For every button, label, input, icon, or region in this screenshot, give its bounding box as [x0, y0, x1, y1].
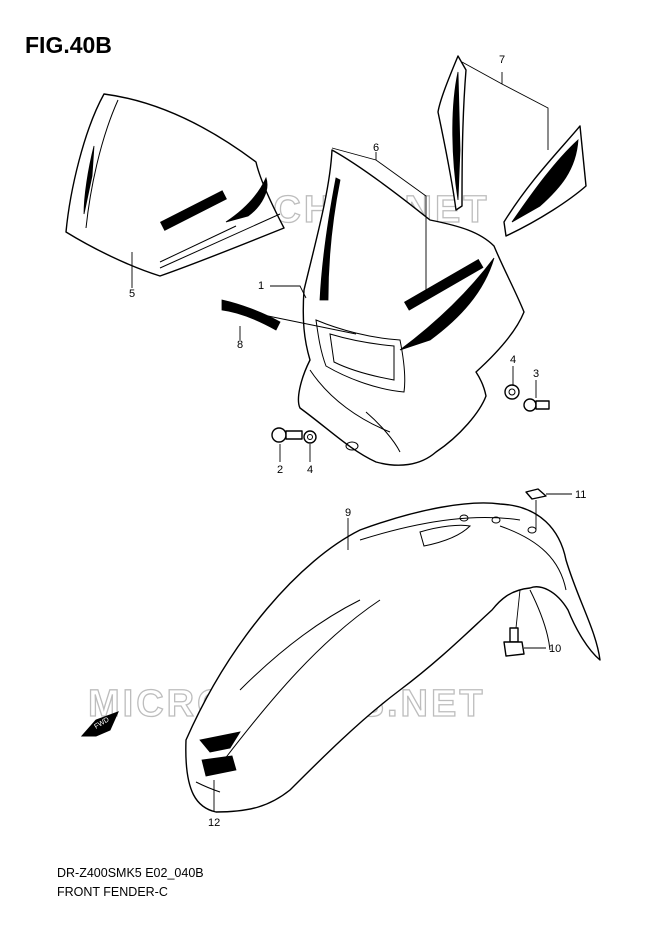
figure-name: FRONT FENDER-C [57, 885, 168, 899]
callout-9: 9 [345, 507, 351, 519]
callout-6: 6 [373, 142, 379, 154]
fender-emblem-part [195, 731, 241, 793]
callout-4-right: 4 [510, 354, 516, 366]
hardware [271, 384, 550, 657]
emblem-part [221, 299, 281, 331]
callout-10: 10 [549, 643, 561, 655]
callout-11: 11 [575, 489, 586, 501]
front-fender-part [185, 502, 601, 813]
forward-direction-badge: FWD [80, 711, 119, 737]
callout-1: 1 [258, 280, 264, 292]
visor-part [65, 93, 285, 277]
callout-3: 3 [533, 368, 539, 380]
figure-title: FIG.40B [25, 32, 112, 58]
visor-model-decal [160, 190, 227, 231]
callout-4-bottom: 4 [307, 464, 313, 476]
leader-lines [131, 61, 572, 812]
callout-2: 2 [277, 464, 283, 476]
cover-model-decal [404, 259, 484, 311]
callout-5: 5 [129, 288, 135, 300]
figure-code: DR-Z400SMK5 E02_040B [57, 866, 204, 880]
side-stripes-part [437, 55, 587, 237]
callout-12: 12 [208, 817, 220, 829]
headlight-cover-part [297, 149, 525, 466]
callout-7: 7 [499, 54, 505, 66]
callout-8: 8 [237, 339, 243, 351]
callout-labels: 7 6 1 5 8 4 3 2 4 11 9 10 12 [129, 54, 586, 829]
